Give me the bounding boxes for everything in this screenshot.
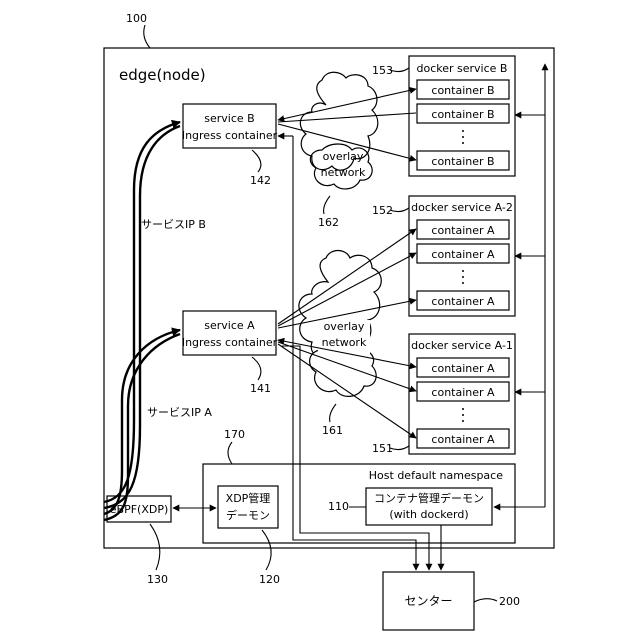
container-b-1-label: container B	[431, 84, 494, 97]
center: センター 200	[383, 572, 520, 630]
service-b-ingress-line1: service B	[204, 112, 254, 125]
container-daemon-line2: (with dockerd)	[389, 508, 468, 521]
service-ip-b-label: サービスIP B	[141, 218, 206, 231]
host-namespace-label: Host default namespace	[369, 469, 503, 482]
ref-service-a: 141	[250, 382, 271, 395]
container-a1-1-label: container A	[431, 362, 495, 375]
service-a-ingress-line1: service A	[204, 319, 255, 332]
service-a-ingress-line2: Ingress container	[182, 336, 278, 349]
container-daemon-line1: コンテナ管理デーモン	[374, 491, 484, 505]
docker-service-b-title: docker service B	[417, 62, 508, 75]
overlay-bottom-line2: network	[322, 336, 367, 349]
ref-overlay-top: 162	[318, 216, 339, 229]
container-a2-3-label: container A	[431, 295, 495, 308]
ref-overlay-bottom: 161	[322, 424, 343, 437]
ref-node: 100	[126, 12, 147, 25]
ref-service-b: 142	[250, 174, 271, 187]
container-b-2-label: container B	[431, 108, 494, 121]
ref-node-leader	[144, 25, 150, 48]
ref-host: 170	[224, 428, 245, 441]
container-a1-3-label: container A	[431, 433, 495, 446]
center-label: センター	[404, 594, 452, 608]
ref-daemon: 110	[328, 500, 349, 513]
ref-center-leader	[474, 599, 497, 602]
container-b-3-label: container B	[431, 155, 494, 168]
container-a2-1-label: container A	[431, 224, 495, 237]
service-ip-a-label: サービスIP A	[147, 406, 212, 419]
docker-service-a1-title: docker service A-1	[411, 339, 513, 352]
ref-ebpf: 130	[147, 573, 168, 586]
container-a2-2-label: container A	[431, 248, 495, 261]
overlay-bottom-line1: overlay	[324, 320, 365, 333]
service-b-ingress-line2: Ingress container	[182, 129, 278, 142]
ref-center: 200	[499, 595, 520, 608]
docker-service-a2-title: docker service A-2	[411, 201, 513, 214]
ref-xdp: 120	[259, 573, 280, 586]
xdp-daemon-line1: XDP管理	[226, 491, 271, 505]
edge-node-label: edge(node)	[119, 66, 206, 84]
container-a1-2-label: container A	[431, 386, 495, 399]
xdp-daemon-line2: デーモン	[226, 508, 270, 522]
